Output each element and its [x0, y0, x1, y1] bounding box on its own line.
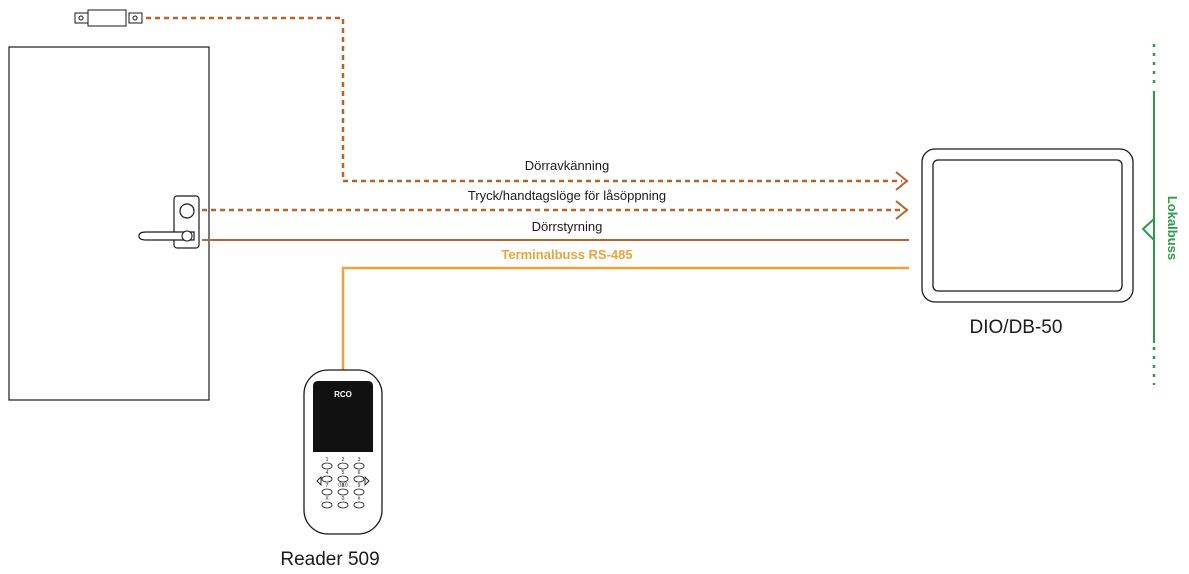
keypad-key	[353, 462, 365, 470]
door-sensor-icon	[74, 9, 143, 27]
keypad-key	[321, 462, 333, 470]
keypad-key	[337, 462, 349, 470]
controller-label: DIO/DB-50	[970, 317, 1063, 338]
keypad-key-label: 5	[342, 470, 345, 476]
keypad-key	[353, 475, 365, 483]
contactless-icon: ((o))	[338, 482, 348, 488]
keypad-key-label: 7	[326, 483, 329, 489]
terminal-bus-wire	[341, 266, 909, 370]
keypad-key-label: 6	[358, 470, 361, 476]
door-sensing-wire	[146, 16, 902, 183]
handle-mode-arrowhead	[895, 200, 909, 220]
terminal-bus-label: Terminalbuss RS-485	[501, 247, 632, 262]
keypad-key-label: X	[325, 496, 329, 502]
handle-mode-label: Tryck/handtagslöge för låsöppning	[468, 188, 666, 203]
keypad-key	[337, 501, 349, 509]
door-handle-icon	[138, 195, 200, 249]
keypad-key-label: 1	[326, 457, 329, 463]
reader-brand-label: RCO	[334, 390, 352, 399]
keypad-key-label: 8	[342, 483, 345, 489]
local-bus	[1141, 44, 1156, 385]
controller-device-icon	[921, 148, 1134, 303]
keypad-key	[337, 488, 349, 496]
keypad-key	[353, 488, 365, 496]
keypad-key-label: 2	[342, 457, 345, 463]
keypad-left-arrow-icon	[316, 475, 322, 487]
keypad-key-label: 4	[326, 470, 329, 476]
keypad-key	[337, 475, 349, 483]
keypad-key-label: 0	[342, 496, 345, 502]
keypad-key	[353, 501, 365, 509]
card-reader-icon: RCO 1 2 3 4 5 6 7 8 9X 0 # ((o))	[303, 369, 383, 535]
keypad-key-label: 3	[358, 457, 361, 463]
door-sensing-arrowhead	[895, 171, 909, 191]
reader-label: Reader 509	[280, 549, 379, 570]
keypad-key	[321, 501, 333, 509]
keypad-key-label: #	[358, 496, 361, 502]
keypad-key-label: 9	[358, 483, 361, 489]
reader-display	[313, 381, 373, 452]
keypad-key	[321, 475, 333, 483]
door-control-label: Dörrstyrning	[532, 219, 603, 234]
local-bus-label: Lokalbuss	[1165, 196, 1180, 260]
keypad-right-arrow-icon	[364, 475, 370, 487]
door-sensing-label: Dörravkänning	[525, 158, 610, 173]
reader-keypad: 1 2 3 4 5 6 7 8 9X 0 # ((o))	[316, 457, 370, 509]
keypad-key	[321, 488, 333, 496]
